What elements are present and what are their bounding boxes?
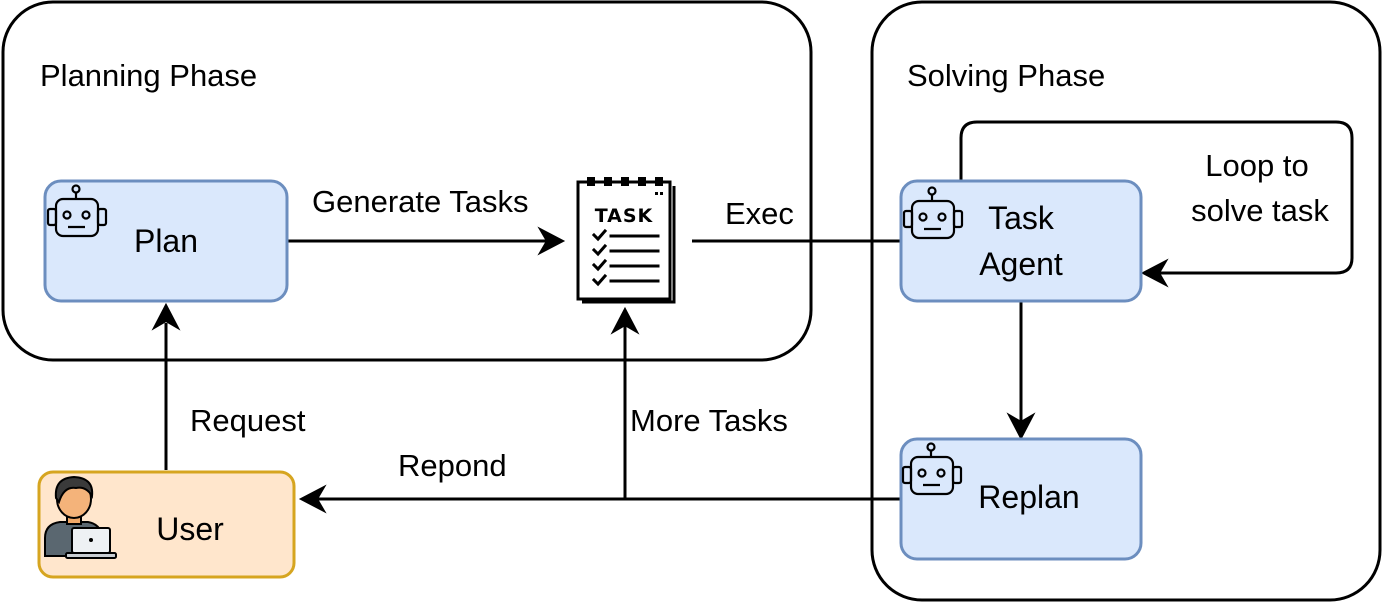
plan-label: Plan xyxy=(134,223,198,259)
repond-label: Repond xyxy=(398,448,507,483)
solving-phase-title: Solving Phase xyxy=(907,58,1105,93)
robot-icon xyxy=(902,186,964,240)
planning-phase-title: Planning Phase xyxy=(40,58,257,93)
loop-label-line2: solve task xyxy=(1191,193,1329,228)
robot-icon xyxy=(901,442,963,496)
user-label: User xyxy=(156,511,224,547)
replan-label: Replan xyxy=(978,479,1079,515)
user-node[interactable]: User xyxy=(37,470,296,579)
arrow-head-generate-tasks xyxy=(537,226,566,256)
request-label: Request xyxy=(190,403,306,438)
user-laptop-icon xyxy=(44,475,117,559)
arrow-head-loop xyxy=(1140,258,1169,288)
task-agent-label-line1: Task xyxy=(988,200,1055,236)
more-tasks-label: More Tasks xyxy=(630,403,788,438)
task-agent-label-line2: Agent xyxy=(979,246,1063,282)
task-agent-node[interactable]: Task Agent xyxy=(899,179,1143,303)
replan-node[interactable]: Replan xyxy=(899,437,1143,561)
exec-label: Exec xyxy=(725,196,794,231)
loop-label-line1: Loop to xyxy=(1205,148,1308,183)
task-list-title: TASK xyxy=(595,205,654,227)
robot-icon xyxy=(46,184,108,238)
task-checklist-icon[interactable]: TASK xyxy=(576,177,676,304)
connectors xyxy=(164,120,1354,501)
loop-line xyxy=(959,120,1354,275)
arrow-head-more-tasks xyxy=(610,306,640,335)
generate-tasks-label: Generate Tasks xyxy=(312,184,529,219)
arrow-head-repond xyxy=(298,484,327,514)
arrow-head-replan xyxy=(1006,412,1036,441)
plan-node[interactable]: Plan xyxy=(43,179,289,303)
arrow-heads xyxy=(151,226,1169,514)
arrow-head-request xyxy=(151,302,181,331)
